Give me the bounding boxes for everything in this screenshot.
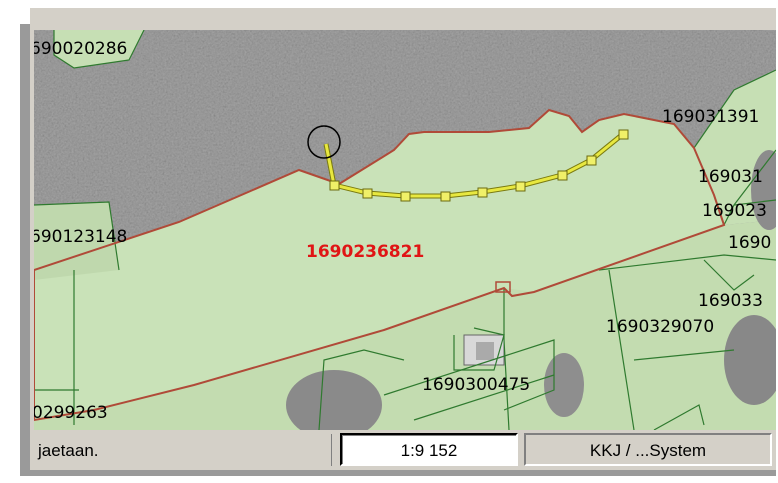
parcel-label: 0299263 [34, 403, 108, 423]
forest-island-2 [544, 353, 584, 417]
selected-parcel-area[interactable] [34, 110, 724, 420]
status-message: jaetaan. [34, 434, 332, 466]
parcel-label: 169023 [702, 201, 767, 221]
forest-island-3 [724, 315, 776, 405]
parcel-label: 1690300475 [422, 375, 530, 395]
vertex-handle[interactable] [557, 170, 568, 181]
selected-parcel-boundary [34, 108, 726, 422]
parcel-label: 169033 [698, 291, 763, 311]
parcel-boundaries [34, 30, 776, 430]
vertex-handle[interactable] [515, 181, 526, 192]
boundary-marker [495, 281, 511, 293]
parcel-label: 169031 [698, 167, 763, 187]
vertex-handle[interactable] [400, 191, 411, 202]
vertex-handle[interactable] [477, 187, 488, 198]
parcel-label: 1690 [728, 233, 771, 253]
split-line-highlight [324, 132, 624, 198]
vertex-handle[interactable] [362, 188, 373, 199]
vertex-handle[interactable] [440, 191, 451, 202]
farm-building-roof [476, 342, 494, 360]
scale-field[interactable]: 1:9 152 [340, 433, 518, 466]
coordinate-system-button[interactable]: KKJ / ...System [524, 433, 772, 466]
parcel-label: 690123148 [34, 227, 127, 247]
forest-island-4 [751, 150, 776, 230]
vertex-handle[interactable] [586, 155, 597, 166]
split-line-vertices[interactable] [329, 129, 629, 202]
selected-parcel-label: 1690236821 [306, 242, 424, 262]
map-canvas[interactable]: 690020286 169031391 169031 169023 1690 6… [34, 30, 776, 430]
vertex-handle[interactable] [618, 129, 629, 140]
parcel-label: 169031391 [662, 107, 759, 127]
nw-parcel-area [54, 30, 144, 68]
forest-island-1 [286, 370, 382, 430]
parcel-label: 690020286 [34, 39, 127, 59]
status-bar: jaetaan. 1:9 152 KKJ / ...System [30, 430, 776, 470]
west-parcel-area [34, 202, 119, 280]
parcel-label: 1690329070 [606, 317, 714, 337]
vertex-handle[interactable] [329, 180, 340, 191]
cursor-snap-circle [307, 125, 341, 159]
